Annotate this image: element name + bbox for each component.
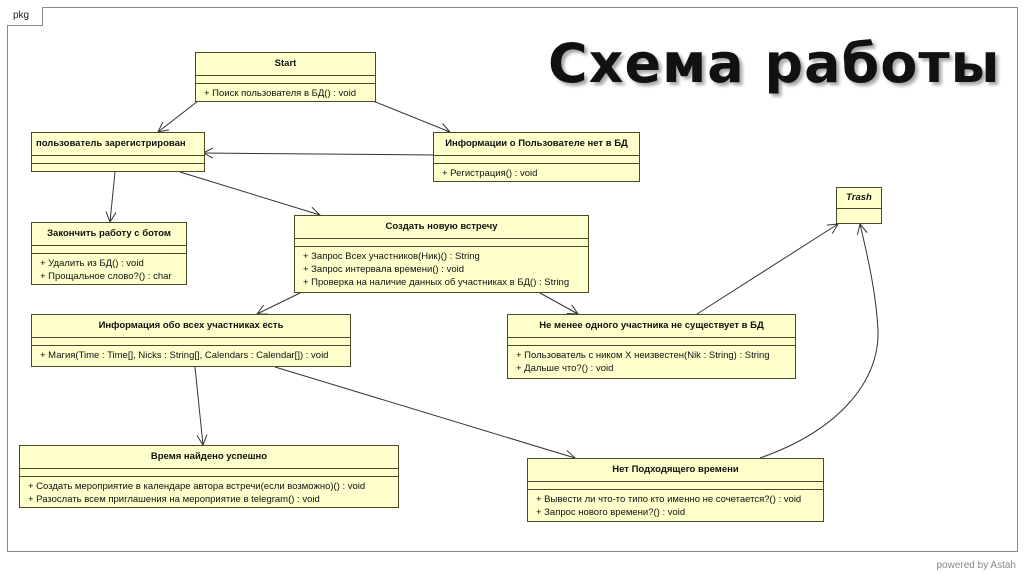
- arrow-create-to-all-info: [257, 292, 301, 314]
- operation: + Дальше что?() : void: [516, 363, 614, 374]
- slide-title: Схема работы: [548, 32, 1001, 95]
- package-frame: [7, 7, 1018, 552]
- operation: + Регистрация() : void: [442, 168, 538, 179]
- arrow-start-to-registered: [158, 100, 199, 132]
- powered-by-label: powered by Astah: [936, 560, 1017, 571]
- class-missing-participant[interactable]: Не менее одного участника не существует …: [507, 314, 796, 379]
- class-trash[interactable]: Trash: [836, 187, 882, 224]
- class-finish-bot[interactable]: Закончить работу с ботом + Удалить из БД…: [31, 222, 187, 285]
- arrow-no-time-to-trash: [759, 224, 879, 459]
- class-name: Start: [196, 53, 375, 76]
- arrow-registered-to-create: [179, 171, 320, 215]
- arrow-all-info-to-time-found: [194, 366, 203, 445]
- class-no-user-info[interactable]: Информации о Пользователе нет в БД + Рег…: [433, 132, 640, 182]
- operation: + Поиск пользователя в БД() : void: [204, 88, 356, 99]
- arrow-all-info-to-no-time: [274, 366, 575, 458]
- class-name: Не менее одного участника не существует …: [508, 315, 795, 338]
- operation: + Создать мероприятие в календаре автора…: [28, 481, 366, 492]
- operation: + Запрос Всех участников(Ник)() : String: [303, 251, 480, 262]
- operation: + Магия(Time : Time[], Nicks : String[],…: [40, 350, 329, 361]
- operation: + Вывести ли что-то типо кто именно не с…: [536, 494, 802, 505]
- class-name: пользователь зарегистрирован: [32, 133, 204, 156]
- class-name: Нет Подходящего времени: [528, 459, 823, 482]
- class-all-participants-info[interactable]: Информация обо всех участниках есть + Ма…: [31, 314, 351, 367]
- operation: + Проверка на наличие данных об участник…: [303, 277, 570, 288]
- class-time-found[interactable]: Время найдено успешно + Создать мероприя…: [19, 445, 399, 508]
- arrow-registered-to-finish: [110, 171, 115, 222]
- arrow-create-to-missing: [539, 292, 578, 314]
- class-name: Информации о Пользователе нет в БД: [434, 133, 639, 156]
- class-name: Информация обо всех участниках есть: [32, 315, 350, 338]
- class-no-suitable-time[interactable]: Нет Подходящего времени + Вывести ли что…: [527, 458, 824, 522]
- operation: + Пользователь с ником X неизвестен(Nik …: [516, 350, 770, 361]
- class-name: Создать новую встречу: [295, 216, 588, 239]
- class-create-meeting[interactable]: Создать новую встречу + Запрос Всех учас…: [294, 215, 589, 293]
- class-name: Trash: [837, 188, 881, 209]
- arrow-start-to-no-info: [372, 100, 450, 132]
- operation: + Удалить из БД() : void: [40, 258, 144, 269]
- arrow-no-info-to-registered: [203, 153, 434, 155]
- operation: + Разослать всем приглашения на мероприя…: [28, 494, 320, 505]
- class-start[interactable]: Start + Поиск пользователя в БД() : void: [195, 52, 376, 102]
- class-name: Время найдено успешно: [20, 446, 398, 469]
- operation: + Прощальное слово?() : char: [40, 271, 172, 282]
- class-name: Закончить работу с ботом: [32, 223, 186, 246]
- operation: + Запрос нового времени?() : void: [536, 507, 686, 518]
- package-tab: pkg: [7, 7, 43, 26]
- arrow-missing-to-trash: [696, 224, 838, 315]
- operation: + Запрос интервала времени() : void: [303, 264, 465, 275]
- class-user-registered[interactable]: пользователь зарегистрирован: [31, 132, 205, 172]
